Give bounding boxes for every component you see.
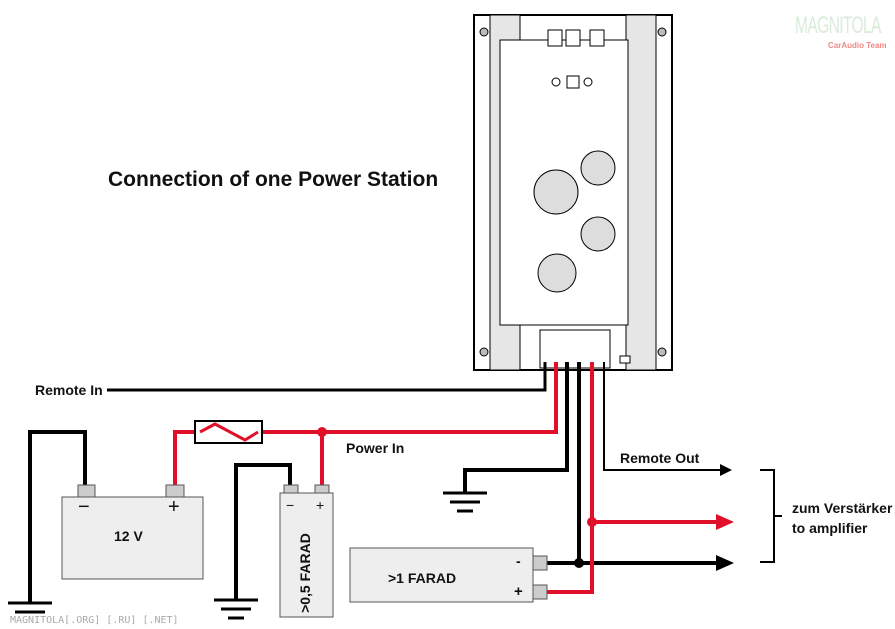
remote-in-label: Remote In: [35, 382, 103, 398]
cap-large-plus-wire: [540, 522, 594, 594]
ground-symbols: [8, 491, 487, 620]
arrow-remote-out: [720, 464, 732, 476]
arrow-amp-plus: [716, 514, 734, 530]
power-in-wire: [173, 362, 558, 488]
cap-small-plus: +: [316, 497, 325, 513]
watermark: MAGNITOLA[.ORG] [.RU] [.NET]: [10, 615, 179, 626]
battery-plus: +: [168, 496, 180, 518]
bracket: [760, 469, 775, 563]
remote-in-wire: [107, 362, 547, 392]
amp-label-de: zum Verstärker: [792, 500, 893, 516]
amp-label-en: to amplifier: [792, 520, 868, 536]
cap-large-minus: -: [516, 553, 521, 569]
cap-small-label: >0,5 FARAD: [296, 533, 313, 613]
remote-out-label: Remote Out: [620, 450, 700, 466]
logo: MAGNITOLA: [795, 12, 881, 39]
amp-plus-wire: [590, 362, 720, 524]
cap-large-plus: +: [514, 583, 523, 600]
page-title: Connection of one Power Station: [108, 168, 439, 191]
battery-label: 12 V: [114, 528, 143, 544]
cap-large-label: >1 FARAD: [388, 570, 457, 586]
ground-wire: [463, 362, 569, 492]
cap-small-minus: −: [286, 497, 295, 513]
cap-small: [279, 484, 334, 618]
battery-minus-wire: [28, 430, 87, 603]
battery-minus: −: [78, 496, 90, 518]
power-in-label: Power In: [346, 440, 405, 456]
arrow-amp-minus: [716, 555, 734, 571]
logo-subtitle: CarAudio Team: [828, 41, 887, 50]
fuse: [194, 420, 263, 444]
power-station: [473, 14, 673, 371]
cap-large: [349, 547, 548, 603]
remote-out-wire: [603, 362, 720, 471]
battery: [61, 484, 204, 580]
cap-small-minus-wire: [234, 463, 292, 600]
